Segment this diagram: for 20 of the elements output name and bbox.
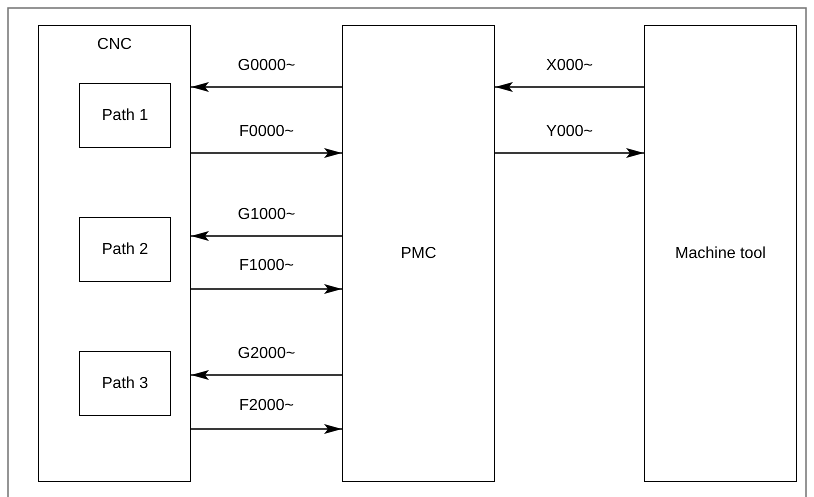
block-box (38, 25, 191, 482)
arrow (191, 231, 342, 241)
arrow (191, 424, 342, 434)
node-label: Machine tool (675, 244, 766, 262)
arrow (495, 82, 644, 92)
node-label: PMC (400, 244, 436, 262)
arrow (191, 148, 342, 158)
path-box (79, 217, 171, 282)
path-box (79, 83, 171, 148)
block-box (644, 25, 797, 482)
path-box (79, 351, 171, 416)
node-label: CNC (97, 36, 132, 54)
arrow (191, 370, 342, 380)
node-label: Path 2 (102, 240, 148, 258)
block-box (342, 25, 495, 482)
arrow (191, 82, 342, 92)
node-label: Path 1 (102, 106, 148, 124)
arrow (495, 148, 644, 158)
arrow (191, 284, 342, 294)
node-label: Path 3 (102, 374, 148, 392)
